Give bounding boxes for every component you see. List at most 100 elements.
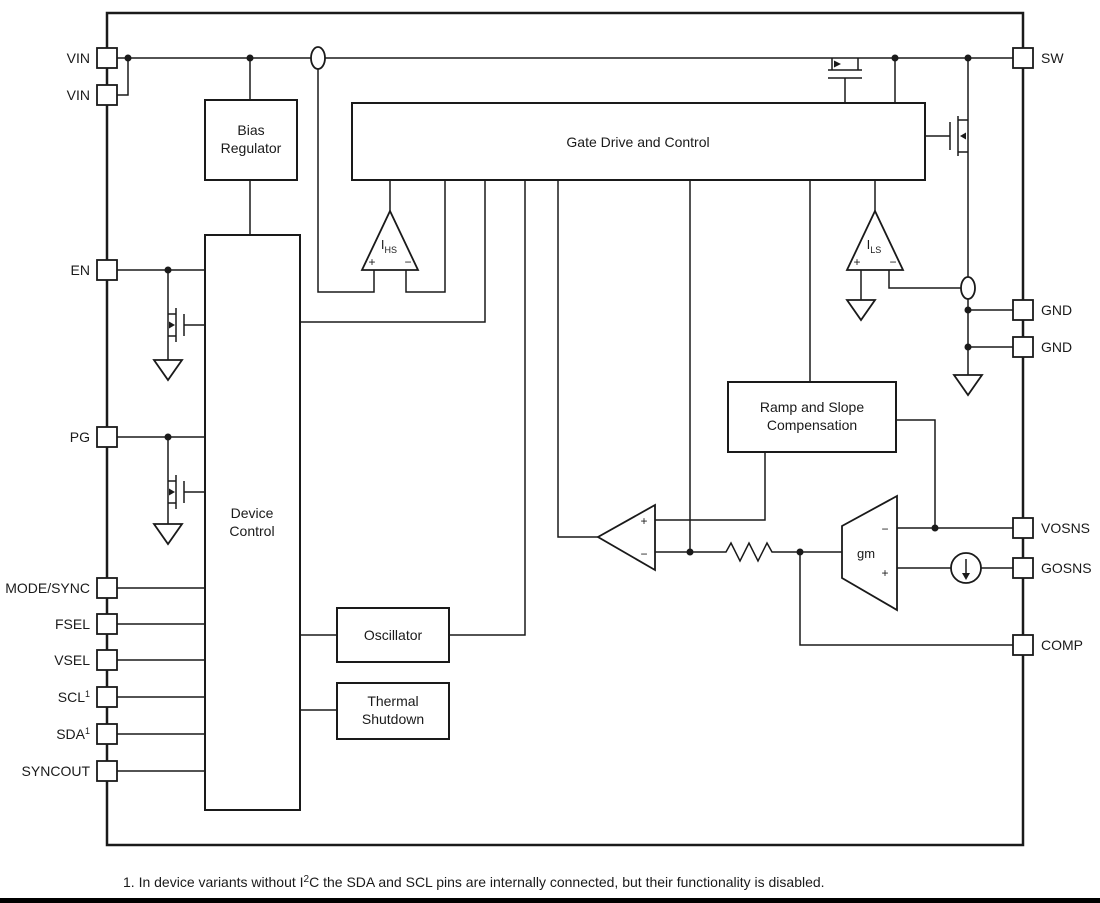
pin-box [1012,336,1034,358]
pin-box [96,649,118,671]
highside-fet-wires [828,58,896,103]
pin-label: GND [1041,339,1072,355]
junction-dot [164,433,172,441]
pin-fsel: FSEL [55,613,118,635]
pin-vosns: VOSNS [1012,517,1090,539]
resistor-icon [722,541,776,563]
block-oscillator: Oscillator [336,607,450,663]
ils-current-sense-amp: ILS + − [845,208,905,271]
pin-vsel: VSEL [54,649,118,671]
pin-label: VIN [67,87,90,103]
junction-dots [124,54,972,556]
ihs-label: IHS [381,237,397,255]
device-control-label: Control [229,523,274,539]
amp-triangle [360,208,420,271]
junction-dot [686,548,694,556]
bias-label: Bias [237,122,264,138]
pin-box [1012,517,1034,539]
gm-trapezoid [841,494,898,612]
pin-box [1012,299,1034,321]
pin-en: EN [71,259,118,281]
gate-drive-box [351,102,926,181]
pin-box [96,613,118,635]
ground-icon [952,374,984,397]
gm-label: gm [857,546,875,561]
junction-dot [891,54,899,62]
pin-gosns: GOSNS [1012,557,1092,579]
block-ramp-slope-compensation: Ramp and Slope Compensation [727,381,897,453]
junction-dot [164,266,172,274]
pin-box [96,84,118,106]
minus-sign: − [640,547,647,561]
bottom-rule [0,898,1100,903]
pin-sda: SDA1 [56,723,118,745]
pin-label: SW [1041,50,1064,66]
comparator-triangle [596,503,656,572]
pin-pg: PG [70,426,118,448]
oscillator-box [336,607,450,663]
thermal-box [336,682,450,740]
ground-icon [152,359,184,382]
pin-syncout: SYNCOUT [22,760,118,782]
device-control-box [204,234,301,811]
pin-label: GND [1041,302,1072,318]
bias-label: Regulator [221,140,282,156]
mosfet-arrow-icon [169,321,175,329]
pin-comp: COMP [1012,634,1083,656]
plus-sign: + [881,566,888,580]
pin-label: COMP [1041,637,1083,653]
ramp-label: Ramp and Slope [760,399,865,415]
pin-box [96,760,118,782]
pin-label: VOSNS [1041,520,1090,536]
amp-triangle [845,208,905,271]
ramp-label: Compensation [767,417,857,433]
block-thermal-shutdown: Thermal Shutdown [336,682,450,740]
pin-label: VSEL [54,652,90,668]
minus-sign: − [404,255,411,269]
ground-icon [845,299,877,322]
junction-dot [964,343,972,351]
mosfet-arrow-icon [960,132,966,140]
ils-label: ILS [867,237,882,255]
current-sense-element-icon [310,46,326,70]
junction-dot [964,54,972,62]
pin-scl: SCL1 [58,686,118,708]
pin-label: SYNCOUT [22,763,91,779]
pin-box [96,426,118,448]
gm-error-amp: gm − + [841,494,898,612]
pin-label: EN [71,262,90,278]
junction-dot [931,524,939,532]
ihs-wires [317,69,446,293]
pwm-comparator: + − [596,503,656,572]
minus-sign: − [881,522,888,536]
lowside-fet-wires [925,58,1013,375]
pin-box [1012,557,1034,579]
junction-dot [246,54,254,62]
plus-sign: + [368,255,375,269]
junction-dot [124,54,132,62]
current-sense-element-icon [960,276,976,300]
pin-label: VIN [67,50,90,66]
block-bias-regulator: Bias Regulator [204,99,298,181]
mosfet-arrow-icon [834,60,841,68]
left-pin-wires [117,58,205,772]
pin-label: GOSNS [1041,560,1092,576]
pin-box [1012,47,1034,69]
pin-sw: SW [1012,47,1064,69]
current-arrow-icon [962,573,970,580]
plus-sign: + [640,514,647,528]
junction-dot [796,548,804,556]
pin-mode-sync: MODE/SYNC [5,577,118,599]
pin-label: FSEL [55,616,90,632]
pin-gnd-1: GND [1012,299,1072,321]
pin-box [96,259,118,281]
en-pg-fet-wires [167,270,205,524]
current-source-icon [950,552,982,584]
wires [117,57,1013,772]
pin-label: MODE/SYNC [5,580,90,596]
pin-vin-2: VIN [67,84,118,106]
device-control-label: Device [231,505,274,521]
pin-gnd-2: GND [1012,336,1072,358]
